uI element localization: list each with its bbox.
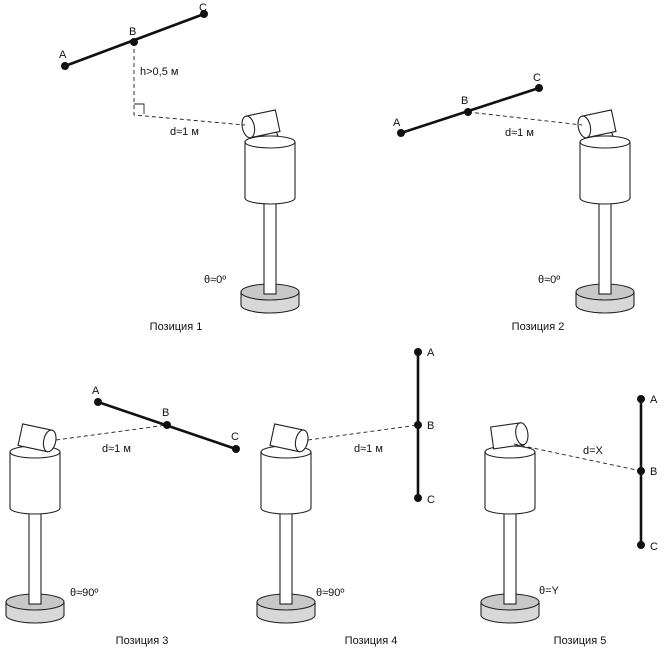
distance-label: d=X (583, 445, 604, 457)
point-b-label: B (162, 407, 169, 419)
point-a (61, 62, 69, 70)
point-a (414, 348, 422, 356)
position-caption: Позиция 5 (554, 635, 607, 647)
angle-label: θ≈0º (204, 274, 226, 286)
distance-label: d≈1 м (354, 443, 383, 455)
sensor-head (489, 422, 529, 450)
point-a-label: A (427, 347, 435, 359)
point-c (414, 494, 422, 502)
angle-label: θ=Y (539, 585, 560, 597)
point-b (414, 421, 422, 429)
point-b-label: B (650, 466, 657, 478)
point-a-label: A (92, 385, 100, 397)
point-c-label: C (533, 72, 541, 84)
sensor-head (17, 423, 57, 453)
point-b (637, 467, 645, 475)
point-a (637, 395, 645, 403)
point-c-label: C (650, 541, 658, 553)
sensor-stand (240, 125, 300, 314)
position-2: A B C d≈1 м θ≈0º Позиция 2 (393, 72, 635, 333)
point-b (163, 421, 171, 429)
point-c (637, 541, 645, 549)
distance-line (467, 111, 583, 126)
point-a-label: A (393, 117, 401, 129)
point-a (397, 129, 405, 137)
point-c (200, 10, 208, 18)
point-c-label: C (231, 431, 239, 443)
distance-line (513, 443, 642, 472)
sensor-head (577, 109, 617, 139)
position-3: A B C d≈1 м θ≈90º Позиция 3 (5, 385, 240, 647)
distance-line (55, 424, 168, 441)
distance-label: d≈1 м (102, 443, 131, 455)
sensor-stand (256, 435, 316, 624)
sensor-head (269, 423, 309, 453)
angle-label: θ≈0º (538, 274, 560, 286)
sensor-head (241, 109, 281, 139)
height-label: h>0,5 м (140, 66, 178, 78)
point-b-label: B (461, 95, 468, 107)
position-caption: Позиция 4 (345, 635, 398, 647)
distance-label: d≈1 м (505, 127, 534, 139)
sensor-stand (575, 125, 635, 314)
sensor-stand (5, 435, 65, 624)
position-caption: Позиция 1 (150, 321, 203, 333)
angle-label: θ≈90º (316, 587, 344, 599)
height-guide-line (133, 42, 246, 126)
position-5: A B C d=X θ=Y Позиция 5 (480, 394, 658, 647)
point-b (464, 108, 472, 116)
point-b-label: B (129, 26, 136, 38)
point-c (232, 445, 240, 453)
sensor-stand (480, 435, 540, 624)
point-a-label: A (59, 49, 67, 61)
point-b-label: B (427, 420, 434, 432)
position-caption: Позиция 3 (116, 635, 169, 647)
point-c-label: C (199, 2, 207, 14)
point-a (94, 398, 102, 406)
point-b (130, 38, 138, 46)
position-1: A B C h>0,5 м d≈1 м θ≈0º Позиция 1 (59, 2, 300, 333)
position-caption: Позиция 2 (512, 321, 565, 333)
point-a-label: A (650, 394, 658, 406)
distance-line (307, 424, 419, 441)
angle-label: θ≈90º (70, 587, 98, 599)
position-4: A B C d≈1 м θ≈90º Позиция 4 (256, 347, 435, 647)
point-c-label: C (427, 494, 435, 506)
distance-label: d≈1 м (170, 126, 199, 138)
point-c (535, 84, 543, 92)
right-angle-mark (134, 103, 145, 114)
